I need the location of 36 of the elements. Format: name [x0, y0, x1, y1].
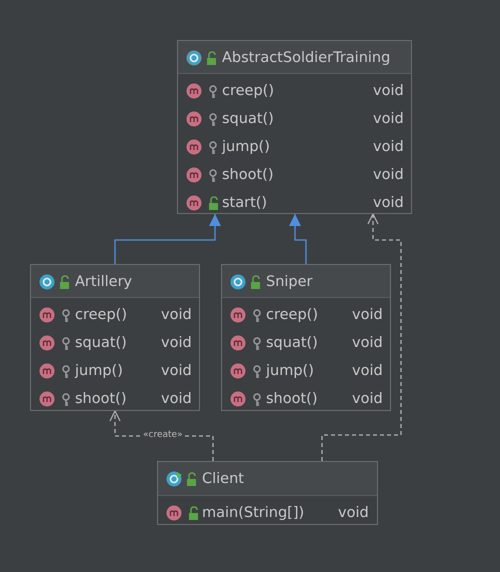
- class-box: [177, 40, 412, 214]
- class-box: [221, 264, 391, 411]
- method-name: creep(): [222, 82, 274, 100]
- method-name: creep(): [266, 306, 318, 324]
- return-type: void: [352, 334, 383, 352]
- method-name: start(): [222, 194, 268, 212]
- return-type: void: [161, 362, 192, 380]
- method-name: squat(): [222, 110, 274, 128]
- method-name: shoot(): [75, 390, 126, 408]
- return-type: void: [352, 362, 383, 380]
- return-type: void: [338, 504, 369, 522]
- return-type: void: [373, 194, 404, 212]
- return-type: void: [373, 166, 404, 184]
- method-name: squat(): [75, 334, 127, 352]
- return-type: void: [161, 334, 192, 352]
- return-type: void: [161, 390, 192, 408]
- return-type: void: [373, 110, 404, 128]
- return-type: void: [352, 390, 383, 408]
- return-type: void: [373, 82, 404, 100]
- class-name: Client: [202, 470, 244, 488]
- method-name: jump(): [266, 362, 314, 380]
- method-name: main(String[]): [202, 504, 304, 522]
- return-type: void: [352, 306, 383, 324]
- method-name: shoot(): [222, 166, 274, 184]
- return-type: void: [161, 306, 192, 324]
- method-name: creep(): [75, 306, 127, 324]
- class-name: AbstractSoldierTraining: [222, 49, 390, 67]
- class-box: [30, 264, 200, 411]
- method-name: jump(): [222, 138, 270, 156]
- method-name: squat(): [266, 334, 318, 352]
- class-box: [157, 461, 378, 525]
- class-name: Artillery: [75, 273, 132, 291]
- return-type: void: [373, 138, 404, 156]
- method-name: shoot(): [266, 390, 318, 408]
- method-name: jump(): [75, 362, 123, 380]
- class-name: Sniper: [266, 273, 313, 291]
